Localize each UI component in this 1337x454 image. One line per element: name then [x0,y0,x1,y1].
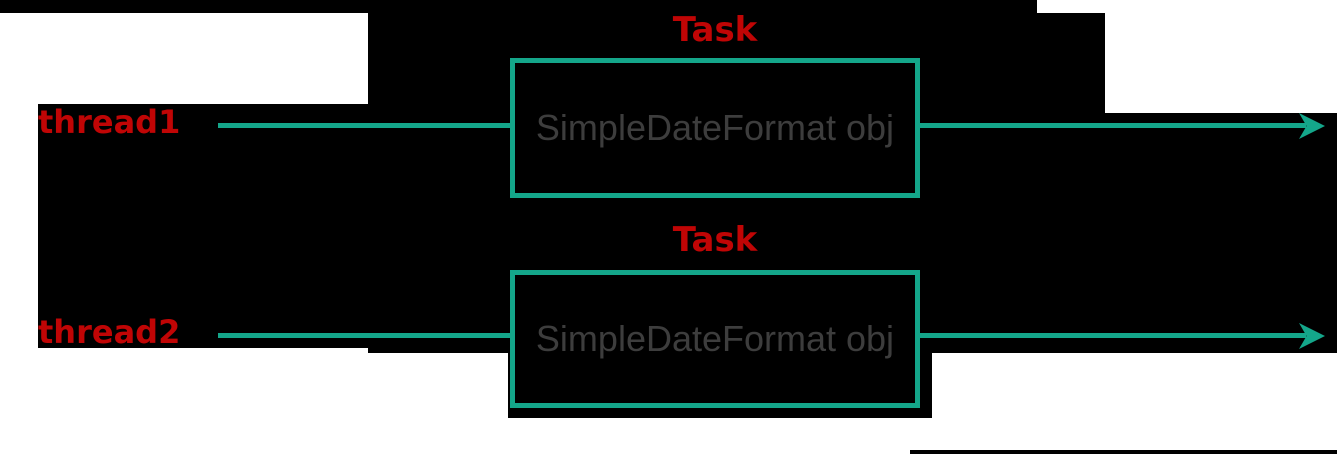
thread1-label: thread1 [38,103,181,141]
task-box-row1: SimpleDateFormat obj [510,58,920,198]
task-label-row1: Task [672,10,758,50]
thread2-label: thread2 [38,313,181,351]
background-block-top [368,13,1105,113]
task-label-row2: Task [672,220,758,260]
task-box-row2: SimpleDateFormat obj [510,270,920,408]
task-box-row2-label: SimpleDateFormat obj [535,318,895,359]
background-block-middle [38,104,1105,348]
thread2-arrowhead-icon [1299,323,1325,349]
thread2-connector-line [218,333,512,338]
thread1-arrowhead-icon [1299,113,1325,139]
background-block-bottom-strip [910,450,1337,454]
task-box-row1-label: SimpleDateFormat obj [535,107,895,148]
thread1-arrow-shaft [918,123,1306,128]
background-block-ledge-left [368,348,512,353]
background-block-middle-right [1105,113,1337,348]
background-block-ledge-right [930,348,1337,353]
thread1-connector-line [218,123,510,128]
thread2-arrow-shaft [918,333,1306,338]
background-block-top-strip [0,0,1037,13]
